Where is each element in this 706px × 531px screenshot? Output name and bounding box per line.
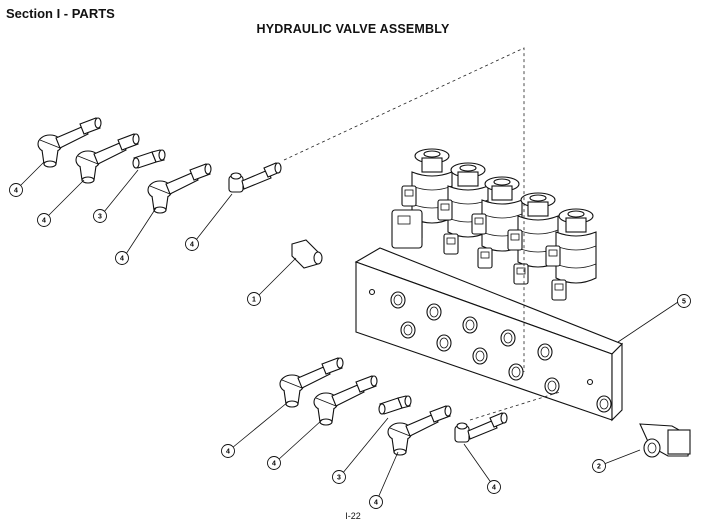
svg-text:4: 4	[492, 485, 496, 492]
svg-text:5: 5	[682, 299, 686, 306]
callout-4h: 4	[487, 480, 501, 494]
callout-3b: 3	[332, 470, 346, 484]
svg-text:2: 2	[597, 464, 601, 471]
callout-1: 1	[247, 292, 261, 306]
svg-text:4: 4	[42, 218, 46, 225]
svg-text:1: 1	[252, 297, 256, 304]
callout-4c: 4	[115, 251, 129, 265]
assembly-title: HYDRAULIC VALVE ASSEMBLY	[256, 22, 450, 36]
svg-text:4: 4	[14, 188, 18, 195]
assembly-line-lower	[469, 391, 561, 421]
callout-4f: 4	[267, 456, 281, 470]
fitting-swivel-2	[454, 412, 508, 443]
fitting-plug-1	[291, 239, 323, 269]
section-heading: Section I - PARTS	[6, 6, 115, 21]
fitting-elbow-7	[639, 423, 691, 458]
callout-4a: 4	[9, 183, 23, 197]
fitting-elbow-5	[313, 375, 378, 426]
callout-2: 2	[592, 459, 606, 473]
callout-4d: 4	[185, 237, 199, 251]
fitting-adapter-1	[132, 149, 166, 169]
assembly-line-upper	[283, 47, 525, 372]
fitting-elbow-3	[147, 163, 212, 214]
svg-text:4: 4	[374, 500, 378, 507]
page-number: I-22	[345, 511, 361, 521]
svg-text:3: 3	[98, 214, 102, 221]
fitting-elbow-6	[387, 405, 452, 456]
callout-4b: 4	[37, 213, 51, 227]
callout-3a: 3	[93, 209, 107, 223]
callout-4g: 4	[369, 495, 383, 509]
callout-5: 5	[677, 294, 691, 308]
callout-4e: 4	[221, 444, 235, 458]
svg-text:3: 3	[337, 475, 341, 482]
svg-text:4: 4	[120, 256, 124, 263]
solenoid-valve-stack	[391, 148, 597, 301]
svg-text:4: 4	[226, 449, 230, 456]
svg-text:4: 4	[272, 461, 276, 468]
fitting-swivel-1	[228, 162, 282, 193]
leader-lines	[19, 161, 679, 499]
fitting-elbow-2	[75, 133, 140, 184]
svg-text:4: 4	[190, 242, 194, 249]
valve-manifold-block	[354, 247, 623, 422]
fitting-adapter-2	[378, 395, 412, 415]
